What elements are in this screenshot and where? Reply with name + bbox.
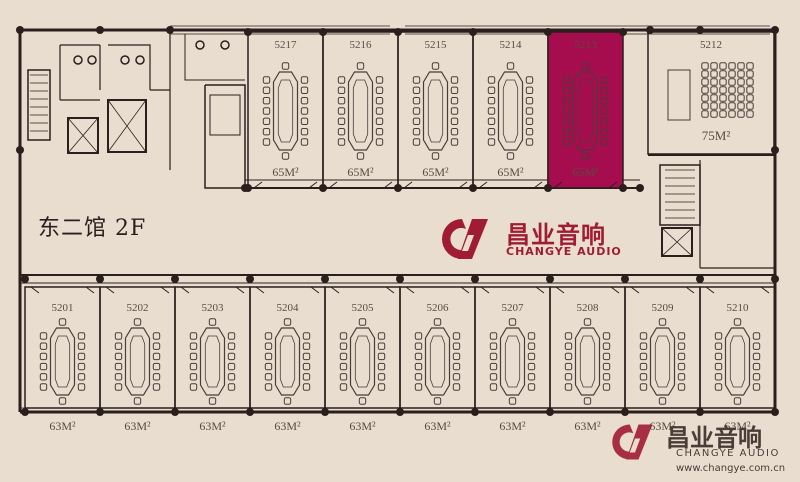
logo-text-en: CHANGYE AUDIO: [506, 245, 622, 258]
logo-text-cn: 昌业音响: [506, 221, 606, 249]
room-5205[interactable]: 5205 63M²: [324, 286, 401, 433]
room-number: 5208: [577, 302, 600, 314]
watermark-mark-icon: [612, 424, 653, 460]
room-5210[interactable]: 5210 63M²: [699, 286, 776, 433]
room-area: 65M²: [347, 165, 374, 179]
room-area: 63M²: [349, 419, 376, 433]
room-5214[interactable]: 5214 65M²: [472, 31, 549, 189]
watermark-url: www.changye.com.cn: [676, 463, 786, 474]
room-5212[interactable]: 5212 75M²: [647, 31, 775, 155]
room-number: 5202: [127, 302, 149, 314]
room-5217[interactable]: 5217 65M²: [247, 31, 324, 189]
room-number: 5212: [700, 39, 722, 51]
room-area: 65M²: [572, 165, 599, 179]
room-area: 63M²: [274, 419, 301, 433]
room-area: 75M²: [702, 128, 731, 143]
room-number: 5210: [727, 302, 750, 314]
room-number: 5209: [652, 302, 675, 314]
right-service-area: [648, 154, 775, 269]
room-number: 5214: [500, 39, 523, 51]
room-area: 63M²: [49, 419, 76, 433]
room-area: 63M²: [574, 419, 601, 433]
room-area: 63M²: [724, 419, 751, 433]
room-area: 63M²: [499, 419, 526, 433]
room-5213[interactable]: 5213 65M²: [547, 31, 624, 189]
watermark-text-cn: 昌业音响: [666, 424, 762, 452]
brand-logo: 昌业音响 CHANGYE AUDIO: [428, 213, 638, 265]
brand-mark-icon: [442, 219, 488, 259]
room-5202[interactable]: 5202 63M²: [99, 286, 176, 433]
watermark: 昌业音响 CHANGYE AUDIO www.changye.com.cn: [600, 408, 800, 482]
room-area: 65M²: [422, 165, 449, 179]
room-number: 5215: [425, 39, 448, 51]
room-5215[interactable]: 5215 65M²: [397, 31, 474, 189]
room-area: 65M²: [497, 165, 524, 179]
room-number: 5204: [277, 302, 300, 314]
room-number: 5207: [502, 302, 525, 314]
room-number: 5206: [427, 302, 450, 314]
watermark-text-en: CHANGYE AUDIO: [676, 448, 780, 459]
room-area: 63M²: [199, 419, 226, 433]
room-number: 5216: [350, 39, 373, 51]
room-5216[interactable]: 5216 65M²: [322, 31, 399, 189]
room-number: 5217: [275, 39, 298, 51]
service-area: [27, 34, 246, 189]
room-area: 65M²: [272, 165, 299, 179]
room-area: 63M²: [649, 419, 676, 433]
room-number: 5205: [352, 302, 375, 314]
room-number: 5213: [575, 39, 598, 51]
floor-title: 东二馆 2F: [38, 216, 147, 241]
room-area: 63M²: [124, 419, 151, 433]
room-number: 5203: [202, 302, 225, 314]
room-number: 5201: [52, 302, 74, 314]
room-5204[interactable]: 5204 63M²: [249, 286, 326, 433]
room-area: 63M²: [424, 419, 451, 433]
